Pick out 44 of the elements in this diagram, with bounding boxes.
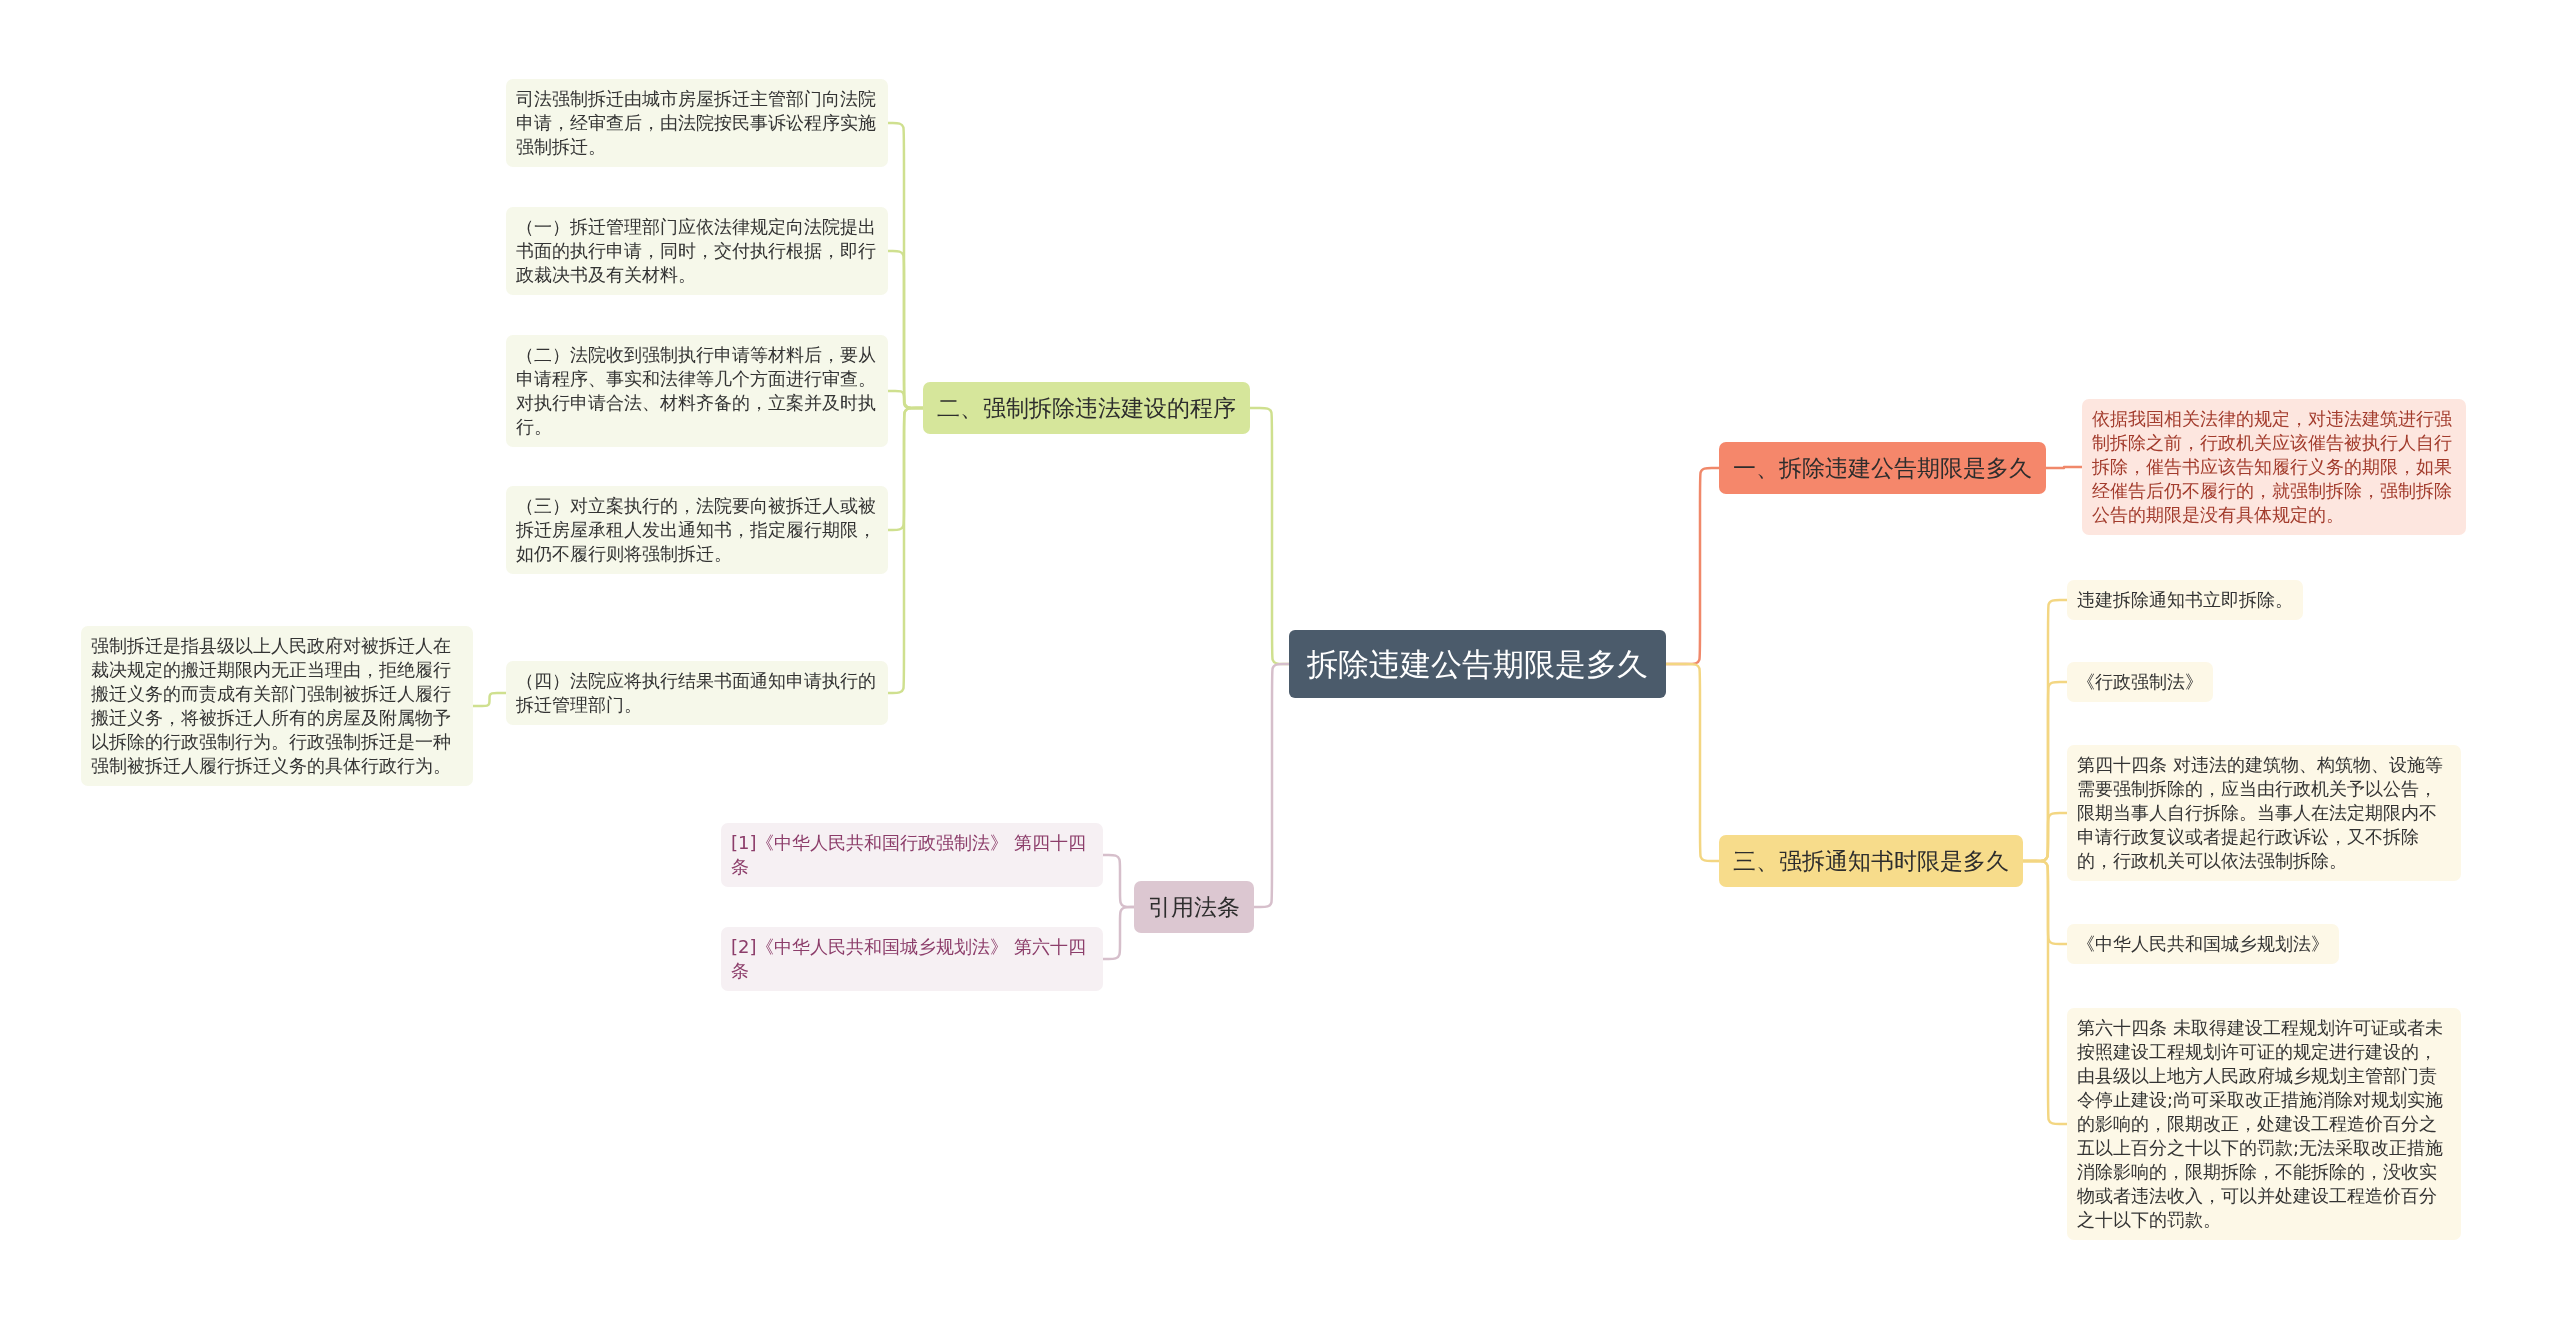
central-topic-text: 拆除违建公告期限是多久: [1307, 645, 1648, 684]
note-box: [2067, 662, 2213, 702]
connector-line: [1253, 662, 1290, 909]
note-text: （三）对立案执行的，法院要向被拆迁人或被拆迁房屋承租人发出通知书，指定履行期限，如仍不履行则将强制拆迁。: [516, 494, 877, 566]
note-text: 第六十四条 未取得建设工程规划许可证或者未按照建设工程规划许可证的规定进行建设的，由县级以上地方人民政府城乡规划主管部门责令停止建设;尚可采取改正措施消除对规划实施的影响的，限期改正，处建设工程造价百分之五以上百分之十以下的罚款;无法采取改正措施消除影响的，限期拆除，不能拆除的，没收实物或者违法收入，可以并处建设工程造价百分之十以下的罚款。: [2077, 1016, 2445, 1232]
connector-line: [2023, 859, 2068, 1126]
note-text: （一）拆迁管理部门应依法律规定向法院提出书面的执行申请，同时，交付执行根据，即行政裁决书及有关材料。: [516, 215, 877, 287]
note-text: （四）法院应将执行结果书面通知申请执行的拆迁管理部门。: [516, 669, 877, 717]
topic-box: [1719, 442, 2046, 494]
note-box: [506, 79, 888, 167]
connector-line: [1102, 905, 1135, 961]
note-box: [2067, 924, 2339, 964]
topic-title: 二、强制拆除违法建设的程序: [937, 394, 1236, 423]
note-box: [721, 927, 1103, 991]
note-box: [721, 823, 1103, 887]
note-box: [506, 207, 888, 295]
connector-line: [1666, 662, 1720, 863]
central-topic-box: [1289, 630, 1666, 698]
note-text: 司法强制拆迁由城市房屋拆迁主管部门向法院申请，经审查后，由法院按民事诉讼程序实施强制拆迁。: [516, 87, 877, 159]
note-box: [2082, 399, 2466, 535]
connector-line: [887, 406, 924, 695]
note-text: 强制拆迁是指县级以上人民政府对被拆迁人在裁决规定的搬迁期限内无正当理由，拒绝履行搬迁义务的而责成有关部门强制被拆迁人履行搬迁义务，将被拆迁人所有的房屋及附属物予以拆除的行政强制行为。行政强制拆迁是一种强制被拆迁人履行拆迁义务的具体行政行为。: [91, 634, 452, 778]
topic-title: 引用法条: [1148, 893, 1240, 922]
note-box: [2067, 745, 2461, 881]
note-text: 依据我国相关法律的规定，对违法建筑进行强制拆除之前，行政机关应该催告被执行人自行拆除，催告书应该告知履行义务的期限，如果经催告后仍不履行的，就强制拆除，强制拆除公告的期限是没有具体规定的。: [2092, 407, 2453, 527]
topic-box: [1134, 881, 1254, 933]
note-text: 《中华人民共和国城乡规划法》: [2077, 932, 2329, 956]
note-box: [2067, 580, 2303, 620]
topic-title: 一、拆除违建公告期限是多久: [1733, 454, 2032, 483]
note-box: [506, 486, 888, 574]
topic-box: [923, 382, 1250, 434]
note-box: [506, 661, 888, 725]
connector-line: [2046, 465, 2082, 470]
note-text: 违建拆除通知书立即拆除。: [2077, 588, 2293, 612]
note-box: [506, 335, 888, 447]
topic-box: [1719, 835, 2023, 887]
topic-title: 三、强拆通知书时限是多久: [1733, 847, 2009, 876]
note-text: [1]《中华人民共和国行政强制法》 第四十四条: [731, 831, 1088, 879]
note-text: [2]《中华人民共和国城乡规划法》 第六十四条: [731, 935, 1088, 983]
note-text: 第四十四条 对违法的建筑物、构筑物、设施等需要强制拆除的，应当由行政机关予以公告，限期当事人自行拆除。当事人在法定期限内不申请行政复议或者提起行政诉讼，又不拆除的，行政机关可以依法强制拆除。: [2077, 753, 2444, 873]
note-box: [81, 626, 473, 786]
note-text: 《行政强制法》: [2077, 670, 2203, 694]
note-text: （二）法院收到强制执行申请等材料后，要从申请程序、事实和法律等几个方面进行审查。对执行申请合法、材料齐备的，立案并及时执行。: [516, 343, 877, 439]
connector-line: [473, 691, 506, 708]
